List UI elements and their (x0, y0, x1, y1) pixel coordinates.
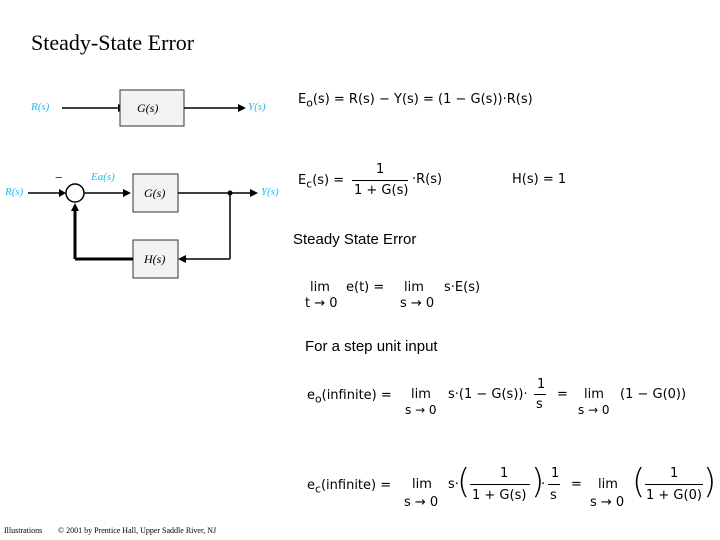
eq4-expr2: (1 − G(0)) (620, 387, 687, 402)
eq5-left-paren-2: ( (632, 462, 646, 502)
eq4-sub1: s → 0 (405, 403, 437, 417)
eq5-dot: · (541, 477, 546, 492)
eq4-lhs: eo(infinite) = (307, 388, 392, 406)
h-unity-equation: H(s) = 1 (512, 172, 567, 187)
diagram1-input-label: R(s) (31, 101, 50, 113)
open-loop-error-equation: Eo(s) = R(s) − Y(s) = (1 − G(s))·R(s) (298, 92, 533, 110)
eq4-sub2: s → 0 (578, 403, 610, 417)
diagram1-block-label: G(s) (137, 101, 159, 115)
forward-block-box (132, 173, 179, 213)
steady-state-heading: Steady State Error (293, 231, 417, 248)
diagram1-output-label: Y(s) (248, 101, 266, 113)
eq5-den2: s (550, 488, 557, 503)
eq5-fraction-bar-1 (470, 484, 530, 485)
eq3-lim-right: lim (404, 280, 424, 295)
eq5-sub1: s → 0 (404, 495, 439, 510)
eq5-right-paren-1: ) (531, 462, 545, 502)
diagram2-input-label: R(s) (5, 186, 24, 198)
eq2-denominator: 1 + G(s) (354, 183, 409, 198)
diagram2-output-label: Y(s) (261, 186, 279, 198)
g-block-box (119, 89, 185, 127)
diagram2-error-label: Ea(s) (91, 171, 115, 183)
eq4-frac-num: 1 (537, 377, 546, 392)
eq5-lhs: ec(infinite) = (307, 478, 392, 496)
eq3-fn: e(t) = (346, 280, 385, 295)
closed-loop-error-lhs: Ec(s) = (298, 173, 345, 191)
open-loop-diagram (62, 89, 246, 127)
eq4-fraction-bar (534, 394, 546, 395)
eq5-right-paren-2: ) (703, 462, 717, 502)
eq5-den3: 1 + G(0) (646, 488, 702, 503)
eq5-s-dot: s· (448, 477, 459, 492)
eq5-num3: 1 (670, 466, 679, 481)
eq5-sub2: s → 0 (590, 495, 625, 510)
eq3-sub-left: t → 0 (305, 296, 338, 311)
output-arrowhead (238, 104, 246, 112)
feedback-arrowhead (178, 255, 186, 263)
feedback-block-box (132, 239, 179, 279)
eq3-lim-left: lim (310, 280, 330, 295)
eq5-left-paren-1: ( (457, 462, 471, 502)
footer-illustrations: Illustrations (4, 526, 43, 535)
eq2-fraction-bar (352, 180, 408, 181)
eq4-frac-den: s (536, 397, 543, 412)
output-arrowhead (250, 189, 258, 197)
diagram2-feedback-label: H(s) (144, 252, 166, 266)
eq2-numerator: 1 (376, 162, 385, 177)
eq5-lim2: lim (598, 477, 618, 492)
closed-loop-diagram (28, 173, 258, 279)
eq3-sub-right: s → 0 (400, 296, 435, 311)
summing-junction (65, 183, 85, 203)
diagram2-forward-label: G(s) (144, 186, 166, 200)
eq4-expr1: s·(1 − G(s))· (448, 387, 528, 402)
eq5-den1: 1 + G(s) (472, 488, 527, 503)
input-arrowhead (59, 189, 66, 197)
eq4-lim1: lim (411, 387, 431, 402)
eq5-num2: 1 (551, 466, 560, 481)
step-input-heading: For a step unit input (305, 338, 438, 355)
eq4-lim2: lim (584, 387, 604, 402)
eq5-lim1: lim (412, 477, 432, 492)
error-arrowhead (123, 189, 131, 197)
eq5-fraction-bar-2 (548, 484, 560, 485)
footer-copyright: © 2001 by Prentice Hall, Upper Saddle Ri… (58, 526, 217, 535)
eq5-equals: = (571, 477, 582, 492)
eq2-tail: ·R(s) (412, 172, 443, 187)
feedback-up-arrowhead (71, 203, 79, 211)
eq3-expr: s·E(s) (444, 280, 481, 295)
eq4-equals: = (557, 387, 568, 402)
page-title: Steady-State Error (31, 30, 195, 55)
eq5-num1: 1 (500, 466, 509, 481)
eq5-fraction-bar-3 (645, 484, 703, 485)
minus-sign: − (55, 171, 63, 186)
